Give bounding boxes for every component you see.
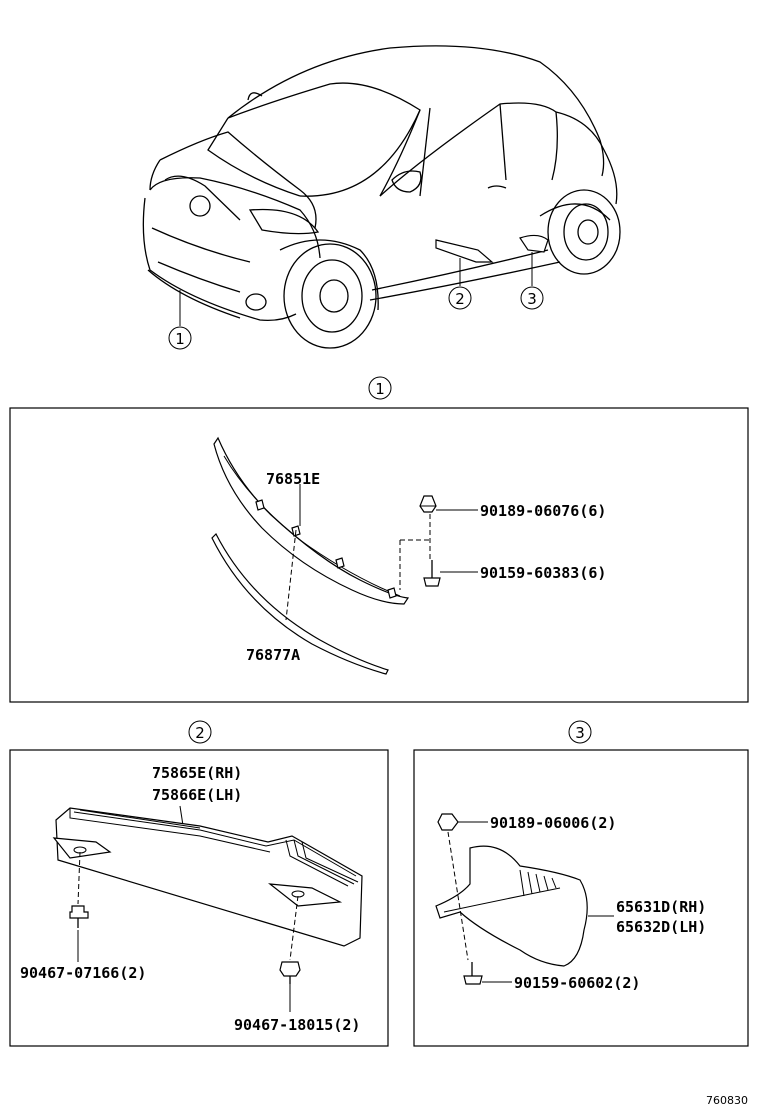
screw-90159-60602 — [463, 962, 483, 985]
clip-nut-90189-06006 — [437, 813, 459, 831]
side-sill-bracket — [52, 807, 363, 947]
svg-text:3: 3 — [575, 724, 585, 742]
label-90467-07166: 90467-07166(2) — [20, 964, 146, 982]
label-76877A: 76877A — [246, 646, 300, 664]
label-65631D-RH: 65631D(RH) — [616, 898, 706, 916]
callout-1-car: 1 — [168, 326, 192, 350]
label-90189-06006: 90189-06006(2) — [490, 814, 616, 832]
callout-2-car: 2 — [448, 286, 472, 310]
svg-text:2: 2 — [195, 724, 205, 742]
label-65632D-LH: 65632D(LH) — [616, 918, 706, 936]
label-76851E: 76851E — [266, 470, 320, 488]
label-90467-18015: 90467-18015(2) — [234, 1016, 360, 1034]
label-90159-60602: 90159-60602(2) — [514, 974, 640, 992]
screw-90159-60383 — [423, 560, 441, 587]
molding-strip — [211, 532, 389, 675]
label-90159-60383: 90159-60383(6) — [480, 564, 606, 582]
label-75866E-LH: 75866E(LH) — [152, 786, 242, 804]
callout-3-car: 3 — [520, 286, 544, 310]
clip-90467-07166 — [69, 905, 89, 928]
svg-text:1: 1 — [375, 380, 385, 398]
diagram-code: 760830 — [706, 1094, 748, 1107]
section-3-panel — [413, 749, 749, 1047]
section-1-header: 1 — [368, 376, 392, 400]
section-2-header: 2 — [188, 720, 212, 744]
svg-text:3: 3 — [527, 290, 537, 308]
mud-flap — [435, 845, 588, 967]
section-1-panel — [9, 407, 749, 703]
section-2-panel — [9, 749, 389, 1047]
clip-nut-90189-06076 — [419, 495, 437, 513]
front-spoiler-molding — [213, 436, 410, 605]
svg-text:1: 1 — [175, 330, 185, 348]
label-75865E-RH: 75865E(RH) — [152, 764, 242, 782]
section-3-header: 3 — [568, 720, 592, 744]
clip-90467-18015 — [279, 961, 301, 984]
car-illustration — [142, 45, 621, 349]
svg-text:2: 2 — [455, 290, 465, 308]
label-90189-06076: 90189-06076(6) — [480, 502, 606, 520]
